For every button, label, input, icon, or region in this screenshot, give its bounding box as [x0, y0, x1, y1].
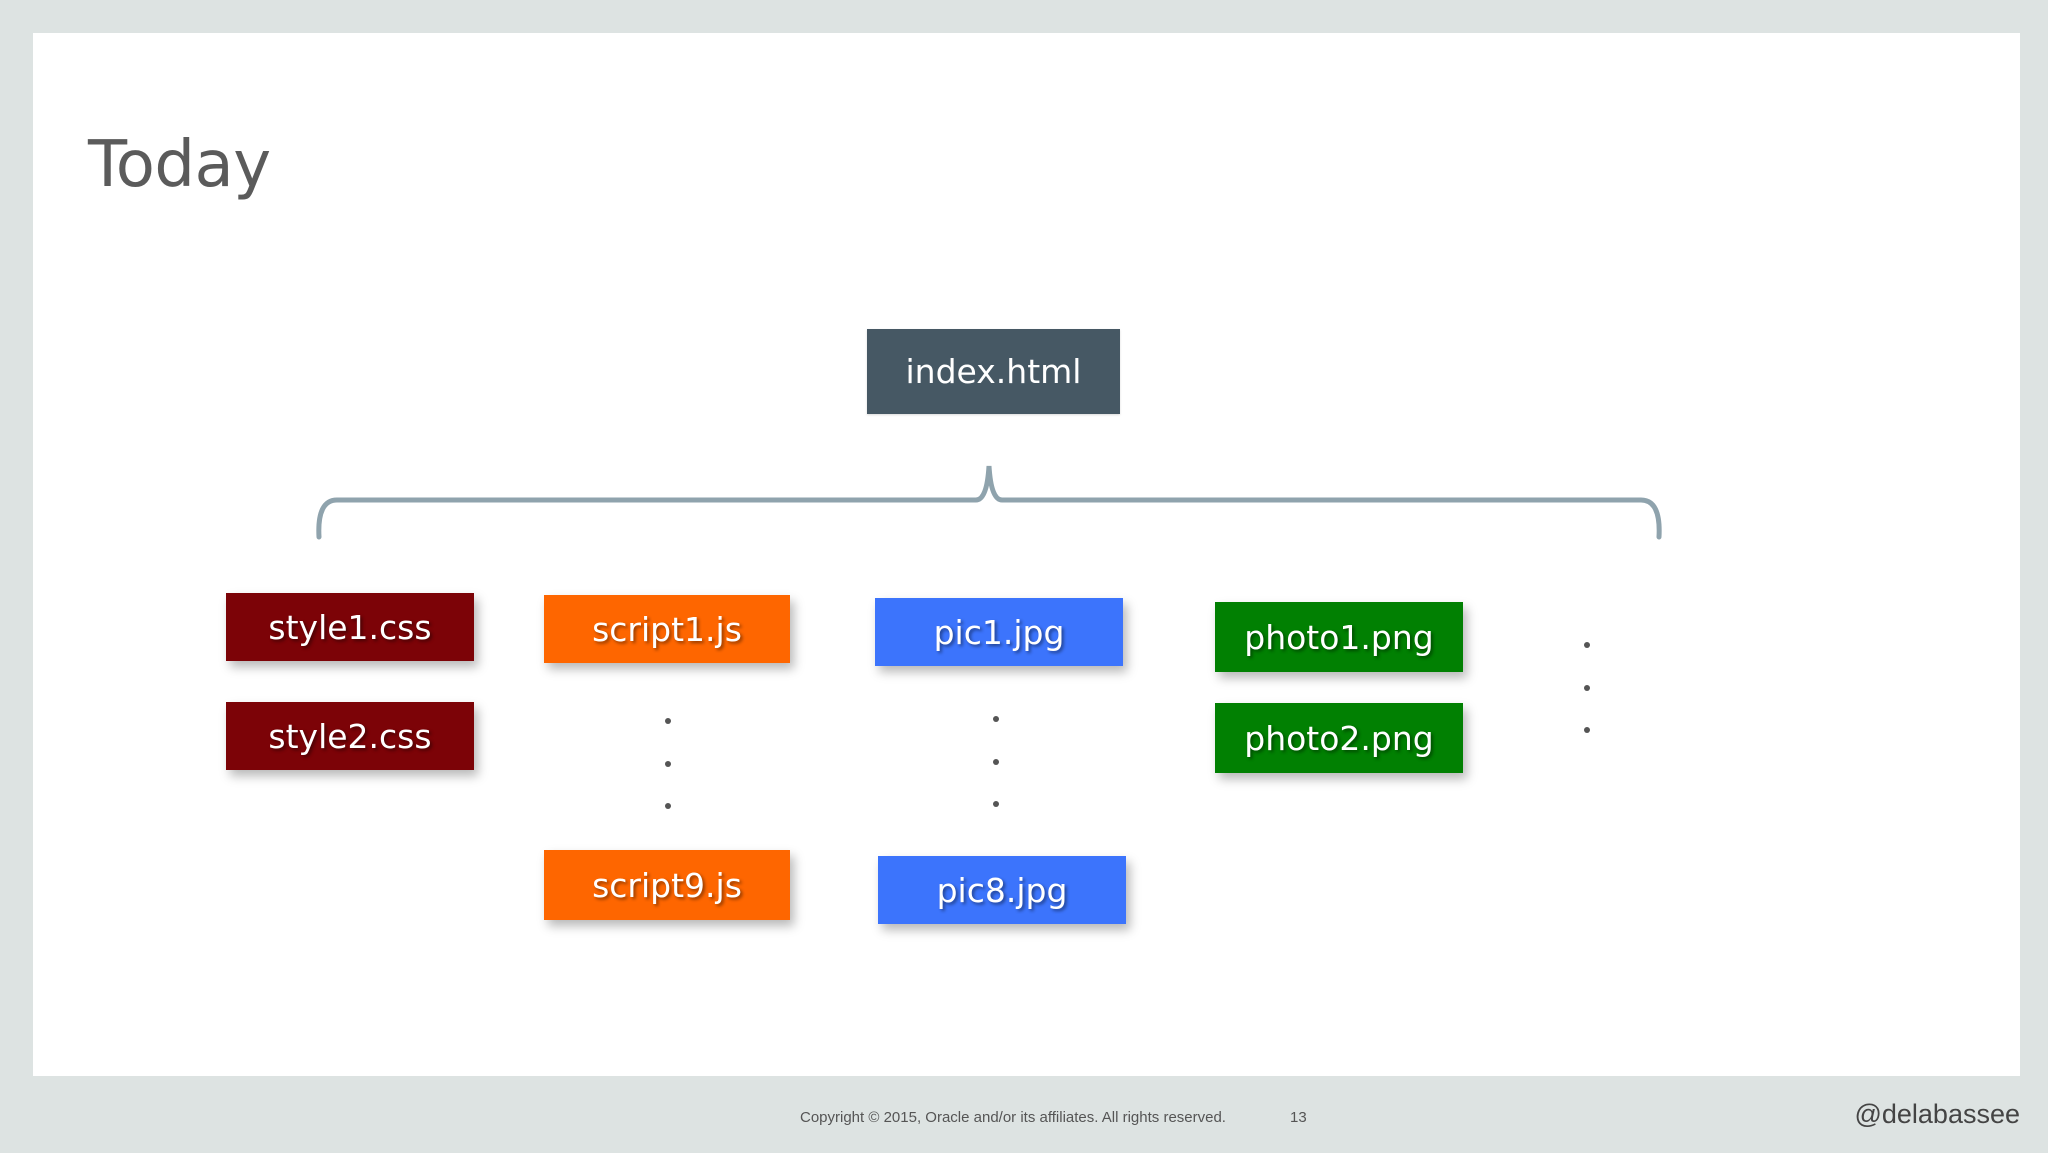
- author-handle: @delabassee: [1854, 1099, 2020, 1129]
- page-number: 13: [1290, 1109, 1307, 1126]
- ellipsis-dot: [993, 716, 999, 722]
- css-file-box-1: style1.css: [226, 593, 474, 661]
- ellipsis-dot: [1584, 642, 1590, 648]
- js-file-box-1: script1.js: [544, 595, 790, 663]
- slide-title: Today: [88, 128, 271, 202]
- js-file-box-9: script9.js: [544, 850, 790, 920]
- ellipsis-dot: [665, 761, 671, 767]
- ellipsis-dot: [665, 718, 671, 724]
- ellipsis-dot: [665, 803, 671, 809]
- copyright-notice: Copyright © 2015, Oracle and/or its affi…: [800, 1109, 1226, 1126]
- png-file-box-1: photo1.png: [1215, 602, 1463, 672]
- css-file-box-2: style2.css: [226, 702, 474, 770]
- ellipsis-dot: [993, 801, 999, 807]
- ellipsis-dot: [1584, 685, 1590, 691]
- brace-path: [316, 465, 1662, 540]
- ellipsis-dot: [1584, 727, 1590, 733]
- jpg-file-box-1: pic1.jpg: [875, 598, 1123, 666]
- root-file-box: index.html: [867, 329, 1120, 414]
- ellipsis-dot: [993, 759, 999, 765]
- png-file-box-2: photo2.png: [1215, 703, 1463, 773]
- jpg-file-box-8: pic8.jpg: [878, 856, 1126, 924]
